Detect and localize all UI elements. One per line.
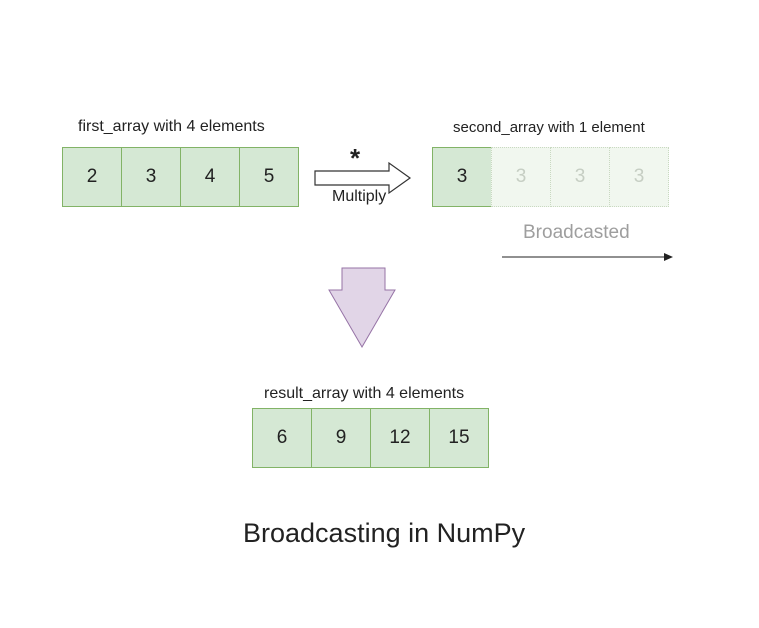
multiply-symbol: * [350,143,361,173]
multiply-label: Multiply [332,188,387,205]
result-array-cell: 6 [252,408,312,468]
broadcast-cell: 3 [550,147,610,207]
result-array-label: result_array with 4 elements [264,385,465,402]
first-array-cell: 3 [121,147,181,207]
second-array: 3 3 3 3 [432,147,669,207]
diagram-caption: Broadcasting in NumPy [243,518,526,548]
broadcast-cell: 3 [491,147,551,207]
broadcast-cell: 3 [609,147,669,207]
result-array: 6 9 12 15 [252,408,489,468]
second-array-label: second_array with 1 element [453,119,645,136]
first-array: 2 3 4 5 [62,147,299,207]
down-arrow-icon [328,267,396,348]
first-array-cell: 2 [62,147,122,207]
first-array-cell: 5 [239,147,299,207]
broadcasted-label: Broadcasted [523,222,630,243]
result-array-cell: 9 [311,408,371,468]
multiply-arrow-icon [314,161,412,195]
result-array-cell: 15 [429,408,489,468]
result-array-cell: 12 [370,408,430,468]
second-array-cell: 3 [432,147,492,207]
first-array-cell: 4 [180,147,240,207]
broadcast-arrow-head-icon [664,253,673,261]
first-array-label: first_array with 4 elements [78,118,265,135]
